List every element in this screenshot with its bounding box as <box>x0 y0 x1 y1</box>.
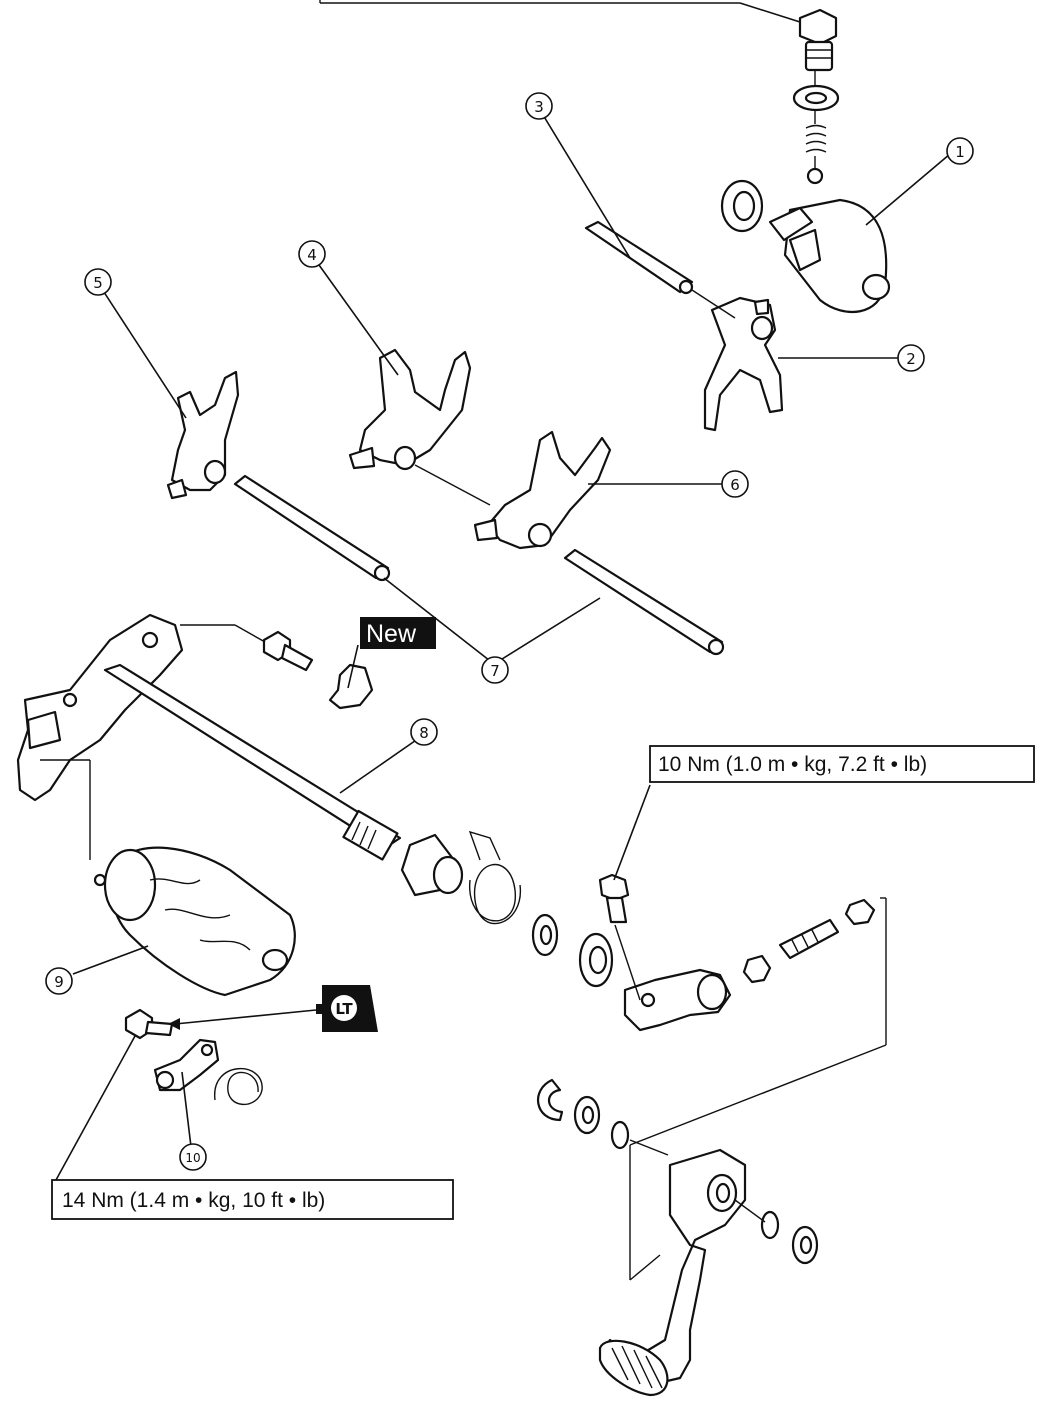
short-guide-bar <box>584 220 694 295</box>
arm-bolt <box>262 630 314 672</box>
shift-arm <box>623 968 732 1032</box>
callout-4: 4 <box>298 240 326 268</box>
callout-6: 6 <box>721 470 749 498</box>
svg-text:7: 7 <box>490 662 500 680</box>
shift-fork-5 <box>166 370 240 500</box>
detent-ball <box>806 167 824 185</box>
circlip <box>536 1078 564 1122</box>
lock-washer <box>328 663 374 710</box>
stopper-lever-10 <box>153 1038 220 1092</box>
callout-10: 10 <box>179 1143 207 1171</box>
svg-text:1: 1 <box>955 143 965 161</box>
callout-9: 9 <box>45 967 73 995</box>
detent-bolt <box>798 8 838 72</box>
callout-1: 1 <box>946 137 974 165</box>
svg-text:New: New <box>366 620 417 648</box>
pedal-oring-b <box>760 1210 780 1240</box>
assembly-guide-lines <box>40 70 887 1281</box>
callout-2: 2 <box>897 344 925 372</box>
top-torque-box <box>319 0 801 23</box>
callout-8: 8 <box>410 718 438 746</box>
svg-text:10: 10 <box>185 1151 200 1165</box>
pedal-washer-b <box>791 1225 819 1265</box>
shift-pedal <box>598 1148 747 1397</box>
oil-seal-b <box>578 932 614 988</box>
shift-fork-2 <box>703 296 784 432</box>
locktite-badge: LT <box>168 985 378 1032</box>
guide-bar-left <box>233 474 391 582</box>
stopper-spring <box>214 1068 263 1106</box>
shift-fork-6 <box>473 430 612 550</box>
callout-7: 7 <box>481 656 509 684</box>
shift-drum-9 <box>93 846 296 997</box>
svg-text:4: 4 <box>307 246 317 264</box>
spacer-collar <box>400 833 464 897</box>
detent-washer <box>792 84 840 112</box>
return-spring <box>468 830 521 925</box>
svg-text:3: 3 <box>534 98 544 116</box>
callout-5: 5 <box>84 268 112 296</box>
shift-fork-4 <box>348 348 472 471</box>
pedal-oring-a <box>610 1120 630 1150</box>
linkage-nut-a <box>742 954 772 984</box>
callout-leaders <box>72 109 951 1156</box>
torque-box-stopper: 14 Nm (1.4 m • kg, 10 ft • lb) <box>51 1035 454 1220</box>
torque-shift-arm-label: 10 Nm (1.0 m • kg, 7.2 ft • lb) <box>658 753 927 776</box>
svg-text:5: 5 <box>93 274 103 292</box>
pedal-washer-a <box>573 1095 601 1135</box>
torque-stopper-label: 14 Nm (1.4 m • kg, 10 ft • lb) <box>62 1189 325 1212</box>
thrust-washer-a <box>531 913 559 957</box>
svg-text:6: 6 <box>730 476 740 494</box>
svg-text:8: 8 <box>419 724 429 742</box>
detent-spring <box>805 124 827 153</box>
svg-text:9: 9 <box>54 973 64 991</box>
shift-arm-bolt <box>598 873 630 924</box>
linkage-rod-bolt <box>778 918 840 960</box>
svg-text:LT: LT <box>335 1000 353 1018</box>
oil-seal <box>720 179 764 233</box>
shift-cam-part-1 <box>768 198 891 314</box>
linkage-nut-b <box>844 898 876 926</box>
stopper-bolt <box>124 1008 174 1040</box>
guide-bar-right <box>563 548 725 656</box>
callout-3: 3 <box>525 92 553 120</box>
torque-box-shift-arm: 10 Nm (1.0 m • kg, 7.2 ft • lb) <box>613 745 1035 881</box>
shift-shaft-8 <box>16 613 402 861</box>
svg-text:2: 2 <box>906 350 916 368</box>
new-badge: New <box>360 617 436 649</box>
